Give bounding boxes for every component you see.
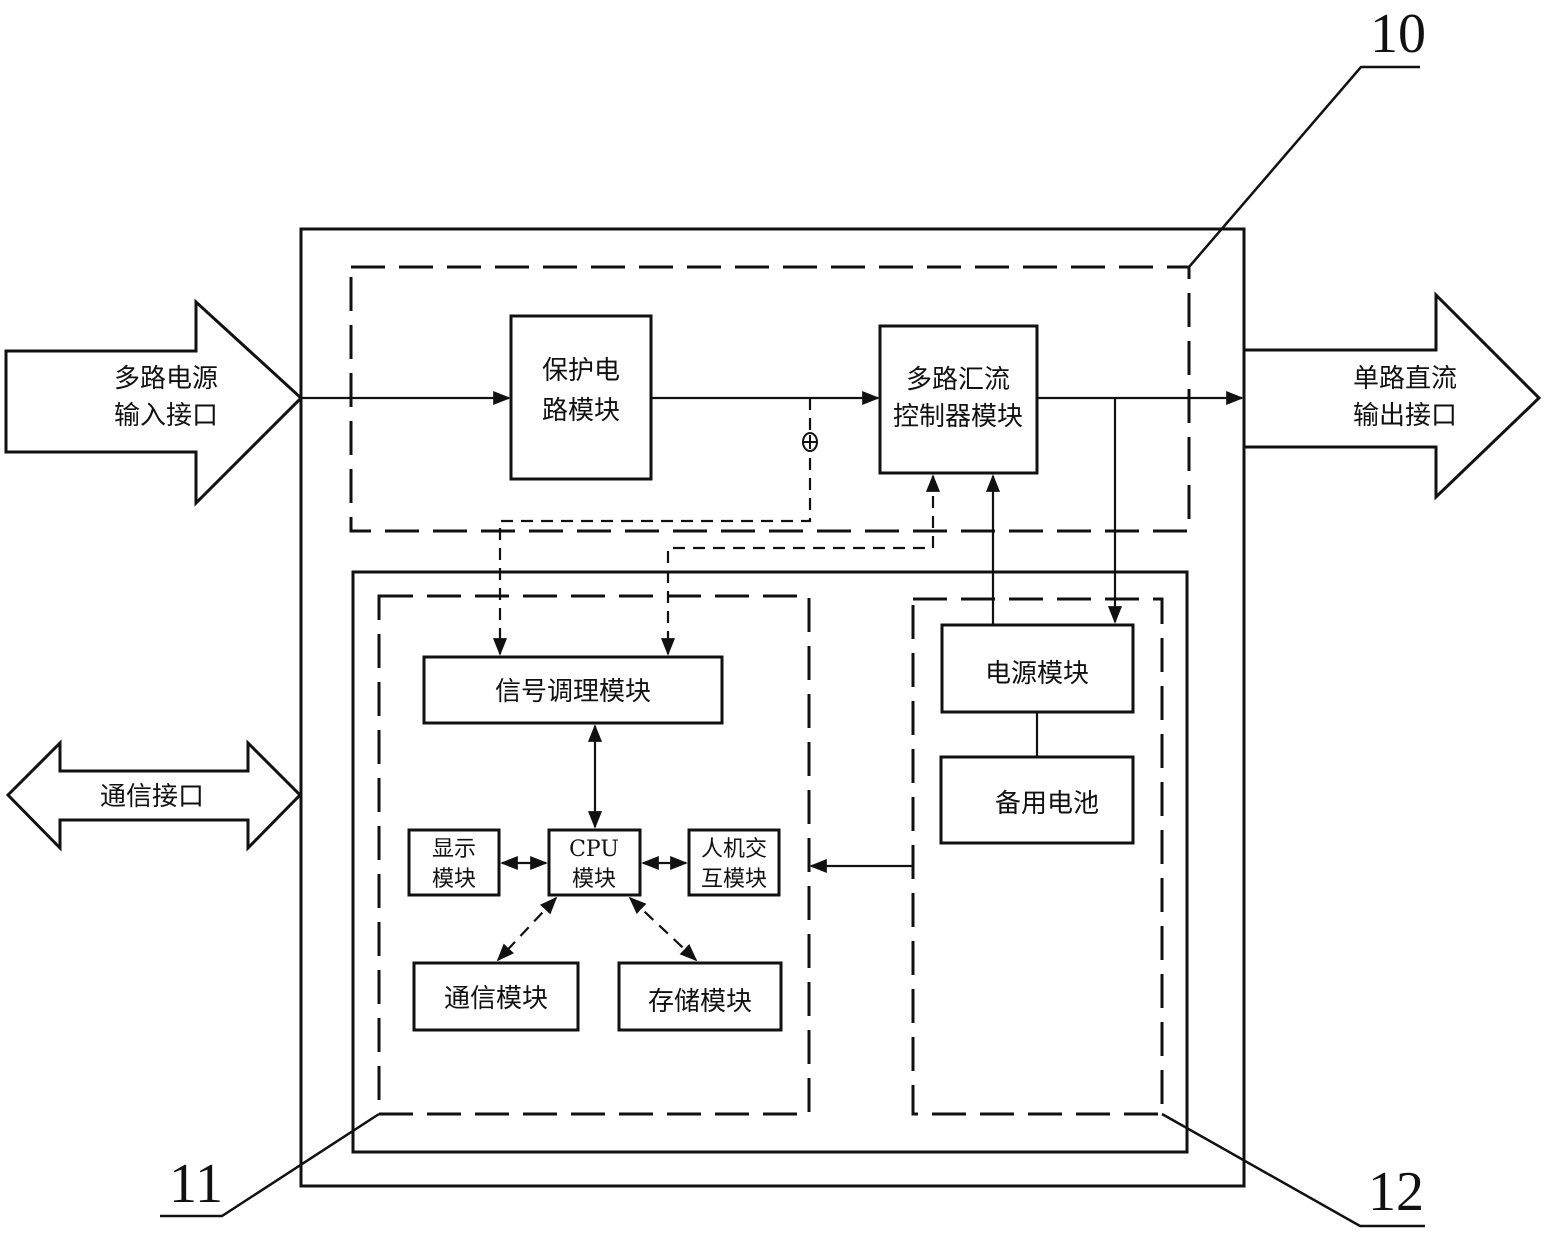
output-interface-line1: 单路直流	[1353, 364, 1457, 394]
comm-module-label: 通信模块	[444, 984, 548, 1014]
protection-module-line2: 路模块	[542, 396, 620, 426]
battery-label: 备用电池	[995, 789, 1099, 819]
outer-frame	[299, 227, 1246, 1188]
display-module-box	[407, 828, 501, 897]
cpu-comm-line	[496, 896, 558, 962]
ref-label-11: 11	[169, 1153, 223, 1215]
sense-line-voltage	[492, 398, 812, 656]
hmi-module-box	[687, 828, 781, 897]
ref-label-12: 12	[1368, 1161, 1424, 1223]
ref-10-leader	[1188, 65, 1420, 268]
comm-interface-label: 通信接口	[100, 782, 204, 812]
ref-11-leader	[160, 1112, 380, 1218]
cpu-module-box	[547, 828, 642, 897]
input-interface-line2: 输入接口	[114, 401, 218, 431]
signal-module-box	[422, 655, 724, 725]
controller-module-line1: 多路汇流	[906, 365, 1010, 395]
hmi-module-line2: 互模块	[701, 867, 767, 892]
controller-module-line2: 控制器模块	[893, 402, 1023, 432]
display-module-line2: 模块	[432, 867, 476, 892]
sensor-icon	[802, 432, 818, 452]
output-arrow	[1242, 291, 1542, 501]
dashed-group-12	[911, 597, 1164, 1116]
battery-box	[939, 755, 1135, 845]
cpu-storage-line	[628, 896, 698, 962]
hmi-module-line1: 人机交	[701, 837, 767, 862]
ref-label-10: 10	[1370, 3, 1426, 65]
dashed-group-11	[377, 594, 811, 1116]
comm-arrow	[5, 739, 303, 852]
display-module-line1: 显示	[432, 837, 476, 862]
cpu-module-line1: CPU	[569, 837, 619, 862]
controller-module-box	[878, 324, 1039, 475]
sense-line-controller	[660, 474, 941, 656]
power-module-label: 电源模块	[985, 659, 1089, 689]
comm-module-box	[412, 961, 580, 1032]
protection-module-line1: 保护电	[542, 356, 620, 386]
input-arrow	[4, 298, 304, 507]
signal-module-label: 信号调理模块	[495, 677, 651, 707]
output-interface-line2: 输出接口	[1353, 401, 1457, 431]
ref-12-leader	[1161, 1112, 1425, 1228]
input-interface-line1: 多路电源	[114, 364, 218, 394]
cpu-module-line2: 模块	[572, 867, 616, 892]
storage-module-box	[617, 961, 783, 1032]
storage-module-label: 存储模块	[648, 987, 752, 1017]
